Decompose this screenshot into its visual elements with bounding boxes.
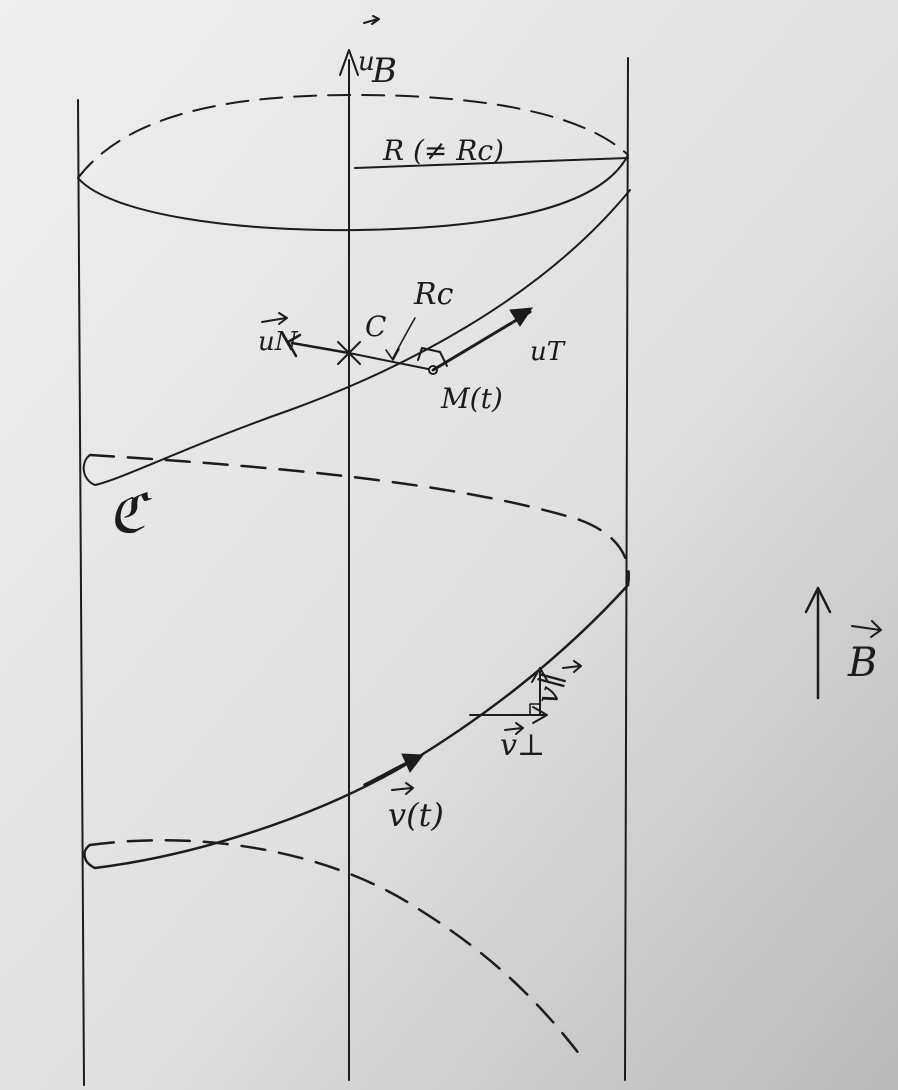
tangent-vector-head — [509, 307, 533, 327]
v-perp-label: v⊥ — [500, 728, 545, 763]
rc-pointer-head — [385, 348, 400, 361]
tangent-vector-shaft — [431, 310, 532, 372]
helix-front-lower — [83, 583, 630, 870]
v-parallel-vector-mark — [562, 660, 582, 673]
v-perp-head — [532, 706, 548, 724]
normal-vector-mark — [261, 312, 288, 325]
curve-label: ℭ — [108, 482, 152, 545]
axis-label: u B — [358, 47, 397, 91]
top-ellipse-back — [77, 94, 629, 179]
helix-back-lower — [88, 838, 582, 1057]
radius-label: R (≠ Rc) — [382, 134, 504, 167]
field-arrow-head — [804, 586, 832, 614]
v-perp-vector-mark — [504, 722, 524, 735]
field-label: B — [847, 640, 877, 686]
axis-label-sub: B — [371, 51, 397, 91]
tangent-unit-label: uT — [530, 337, 566, 367]
point-label: M(t) — [440, 382, 503, 415]
helix-front-upper — [82, 189, 631, 486]
cylinder-left-wall — [77, 99, 85, 1086]
normal-vector-head — [286, 333, 302, 358]
top-ellipse-front — [77, 154, 629, 232]
axis-arrowhead — [339, 49, 359, 76]
field-vector-mark — [851, 620, 882, 638]
normal-vector-shaft — [290, 341, 351, 355]
velocity-right-angle — [529, 703, 541, 716]
curvature-radius-label: Rc — [413, 277, 454, 312]
v-parallel-head — [531, 667, 549, 683]
radius-line — [354, 157, 629, 169]
velocity-vector-head — [401, 753, 424, 773]
center-label: C — [365, 310, 386, 343]
velocity-label: v(t) — [388, 796, 444, 834]
normal-unit-label: uN — [258, 327, 299, 357]
rc-pointer — [392, 317, 416, 359]
axis-label-u: u — [358, 47, 375, 77]
axis-vector-mark — [363, 15, 380, 25]
velocity-vector-mark — [391, 782, 414, 795]
right-angle-mark — [417, 347, 448, 367]
cylinder-right-wall — [624, 57, 629, 1081]
helix-back-upper — [88, 453, 630, 587]
curvature-radius-line — [348, 352, 434, 371]
